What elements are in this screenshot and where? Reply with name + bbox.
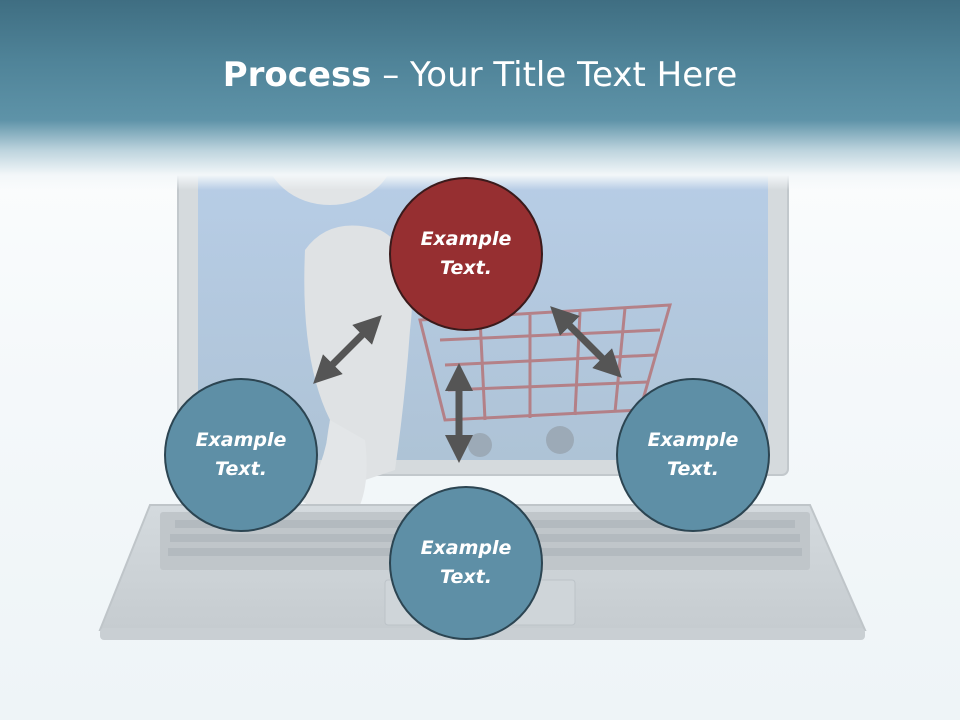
node-bottom-label: Example Text. bbox=[420, 537, 512, 588]
node-top-label: Example Text. bbox=[420, 228, 512, 279]
title-rest: – Your Title Text Here bbox=[371, 55, 738, 95]
node-left-label: Example Text. bbox=[195, 429, 287, 480]
node-right-label: Example Text. bbox=[647, 429, 739, 480]
process-node-left: Example Text. bbox=[164, 378, 318, 532]
title-bold: Process bbox=[222, 55, 372, 95]
process-node-right: Example Text. bbox=[616, 378, 770, 532]
process-node-top: Example Text. bbox=[389, 177, 543, 331]
process-node-bottom: Example Text. bbox=[389, 486, 543, 640]
arrow-top-left bbox=[313, 315, 382, 384]
title-bar bbox=[0, 0, 960, 190]
arrow-top-right bbox=[550, 306, 622, 378]
slide-title: Process – Your Title Text Here bbox=[0, 52, 960, 98]
